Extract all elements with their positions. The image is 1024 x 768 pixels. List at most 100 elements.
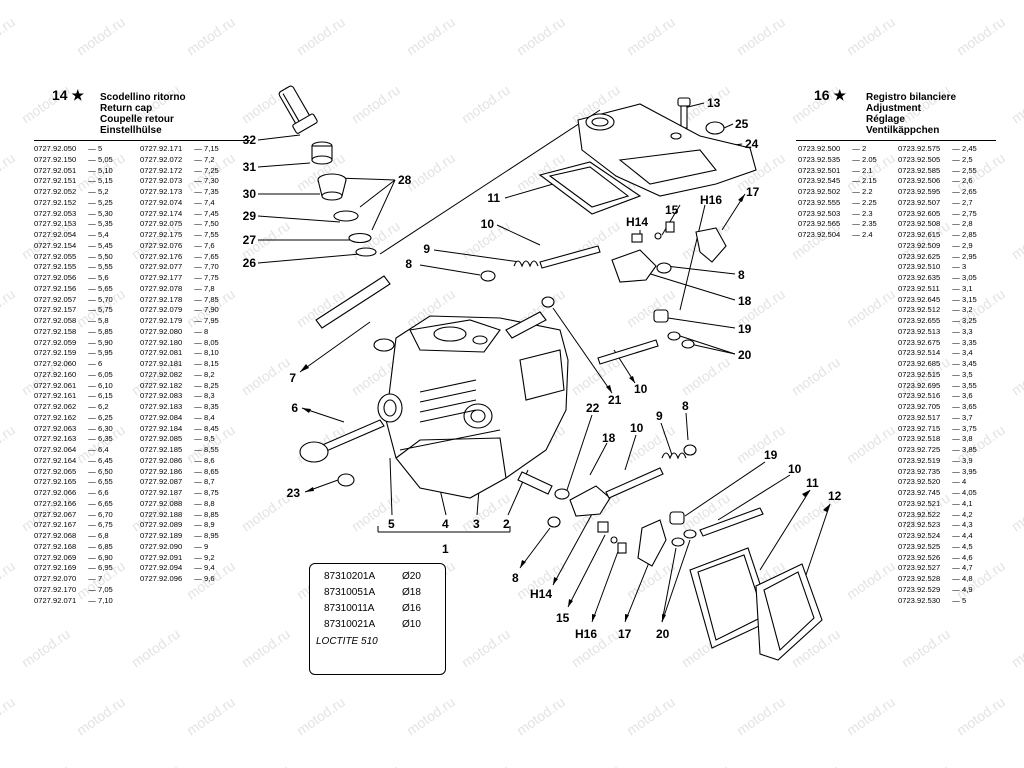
- dash-separator: —: [952, 230, 960, 239]
- callout-8-bottom: 8: [512, 571, 519, 585]
- size-value: 3,9: [962, 455, 973, 465]
- size-value: 3,95: [962, 466, 977, 476]
- dash-separator: —: [952, 187, 960, 196]
- part-number: 0727.92.070: [34, 574, 77, 583]
- dash-separator: —: [88, 144, 96, 153]
- table-row: 0727.92.065—6,50: [34, 467, 113, 478]
- part-number: 0723.92.515: [898, 369, 941, 379]
- size-value: 4,8: [962, 574, 973, 583]
- table-row: 0723.92.511—3,1: [898, 284, 977, 295]
- size-value: 9,6: [204, 574, 215, 583]
- part-number: 0727.92.082: [140, 369, 183, 379]
- callout-19-top: 19: [738, 322, 752, 336]
- part-number: 0723.92.520: [898, 477, 941, 487]
- table-row: 0723.92.585—2,55: [898, 166, 977, 177]
- size-value: 5,75: [98, 305, 113, 315]
- dash-separator: —: [194, 348, 202, 358]
- size-value: 2.2: [862, 187, 873, 196]
- dash-separator: —: [952, 240, 960, 250]
- dash-separator: —: [852, 165, 860, 175]
- dash-separator: —: [952, 584, 960, 594]
- dash-separator: —: [194, 294, 202, 304]
- leader-31: [257, 162, 311, 168]
- size-value: 8,5: [204, 434, 215, 444]
- dash-separator: —: [88, 445, 96, 454]
- dash-separator: —: [88, 541, 96, 551]
- table-row: 0723.92.507—2,7: [898, 198, 977, 209]
- part-3-guide: [505, 311, 547, 339]
- dash-separator: —: [194, 326, 202, 336]
- table-row: 0723.92.529—4,9: [898, 585, 977, 596]
- dash-separator: —: [194, 423, 202, 433]
- dash-separator: —: [88, 466, 96, 476]
- dash-separator: —: [952, 563, 960, 573]
- dash-separator: —: [952, 541, 960, 551]
- callout-H14-bottom: H14: [530, 587, 552, 601]
- dash-separator: —: [88, 316, 96, 325]
- part-number: 0723.92.503: [798, 208, 841, 218]
- part-number: 0727.92.178: [140, 294, 183, 304]
- callout-18-top: 18: [738, 294, 752, 308]
- dash-separator: —: [88, 402, 96, 411]
- part-number: 0723.92.605: [898, 208, 941, 218]
- dash-separator: —: [952, 552, 960, 562]
- size-value: 3,8: [962, 434, 973, 444]
- size-value: 8,75: [204, 488, 219, 497]
- part-number: 0727.92.187: [140, 488, 183, 497]
- leader-18b: [589, 442, 608, 476]
- size-value: 8,2: [204, 369, 215, 379]
- dash-separator: —: [194, 477, 202, 487]
- callout-1: 1: [442, 542, 449, 556]
- table-row: 0723.92.545—2.15: [798, 176, 877, 187]
- part-number: 0723.92.526: [898, 552, 941, 562]
- dash-separator: —: [952, 434, 960, 444]
- size-value: 2.25: [862, 197, 877, 207]
- leader-10d: [717, 474, 791, 521]
- dash-separator: —: [852, 176, 860, 186]
- size-value: 6,75: [98, 520, 113, 530]
- leader-15a: [661, 204, 681, 236]
- table-row: 0727.92.078—7,8: [140, 284, 219, 295]
- table-row: 0727.92.163—6,35: [34, 434, 113, 445]
- dash-separator: —: [952, 337, 960, 347]
- dash-separator: —: [88, 359, 96, 368]
- part-10-shaft-mid: [597, 339, 659, 365]
- part-number: 0727.92.077: [140, 262, 183, 272]
- part-number: 0727.92.081: [140, 348, 183, 358]
- part-number: 0723.92.517: [898, 412, 941, 422]
- right-ref-number: 16 ★: [814, 87, 847, 103]
- dash-separator: —: [88, 348, 96, 358]
- kit-diameter: Ø18: [402, 587, 421, 598]
- size-value: 5,35: [98, 219, 113, 229]
- leader-8b: [665, 265, 736, 275]
- part-number: 0723.92.635: [898, 273, 941, 282]
- part-20-washer-1: [671, 537, 685, 547]
- table-row: 0723.92.695—3,55: [898, 381, 977, 392]
- dash-separator: —: [194, 563, 202, 573]
- part-number: 0727.92.169: [34, 563, 77, 573]
- dash-separator: —: [852, 187, 860, 196]
- table-row: 0727.92.075—7,50: [140, 219, 219, 230]
- dash-separator: —: [194, 154, 202, 164]
- size-value: 2,6: [962, 176, 973, 186]
- part-number: 0723.92.705: [898, 402, 941, 411]
- dash-separator: —: [852, 144, 860, 153]
- dash-separator: —: [194, 305, 202, 315]
- table-row: 0727.92.156—5,65: [34, 284, 113, 295]
- leader-10c: [624, 434, 637, 471]
- part-number: 0727.92.153: [34, 219, 77, 229]
- dash-separator: —: [88, 574, 96, 583]
- kit-diameter: Ø20: [402, 571, 421, 582]
- dash-separator: —: [194, 187, 202, 196]
- leader-5: [389, 457, 393, 516]
- table-row: 0727.92.056—5,6: [34, 273, 113, 284]
- table-row: 0723.92.522—4,2: [898, 510, 977, 521]
- dash-separator: —: [88, 552, 96, 562]
- table-row: 0723.92.655—3,25: [898, 316, 977, 327]
- size-value: 8,4: [204, 412, 215, 422]
- table-row: 0723.92.505—2,5: [898, 155, 977, 166]
- callout-29: 29: [243, 209, 257, 223]
- table-row: 0727.92.096—9,6: [140, 574, 219, 585]
